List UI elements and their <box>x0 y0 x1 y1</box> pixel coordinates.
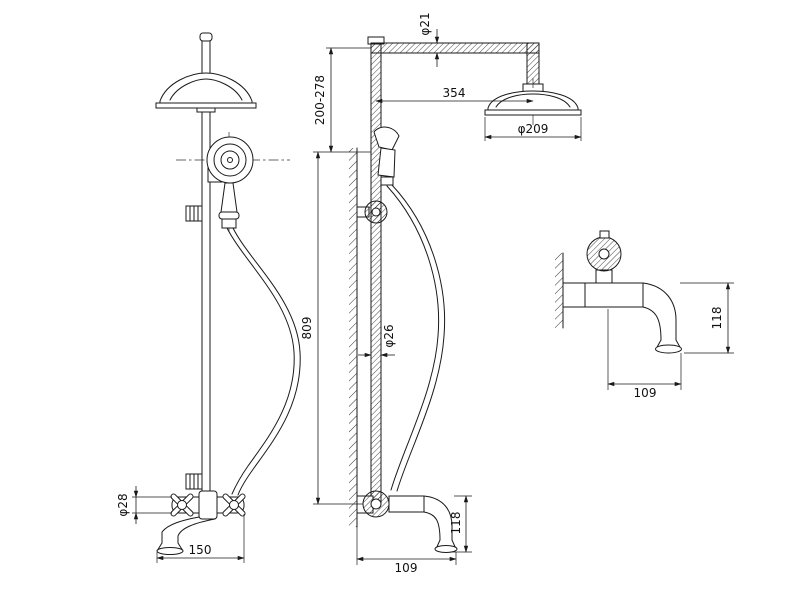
dim-spout-reach-detail: 109 <box>634 386 657 400</box>
front-slider-knob <box>185 205 203 222</box>
side-shower-arm <box>370 42 544 93</box>
dim-spout-diameter-front: φ28 <box>116 493 130 516</box>
dim-group-spout-reach-detail: 109 <box>607 309 682 400</box>
dim-riser-diameter: φ26 <box>382 324 396 347</box>
dim-group-arm-pipe-diameter: φ21 <box>418 12 440 67</box>
front-view: φ28 150 <box>116 32 301 563</box>
dim-group-riser-height: 809 <box>300 151 363 505</box>
side-wall-bracket <box>356 200 388 224</box>
dim-spout-drop-detail: 118 <box>710 307 724 330</box>
front-hand-shower <box>206 136 254 229</box>
detail-wall-section <box>555 252 564 329</box>
dim-spout-reach-front: 150 <box>189 543 212 557</box>
dim-height-adjust-range: 200-278 <box>313 75 327 125</box>
dim-group-riser-diameter: φ26 <box>358 324 396 358</box>
dim-group-head-diameter: φ209 <box>484 117 582 141</box>
dim-group-spout-reach-front: 150 <box>156 514 245 563</box>
dim-head-diameter: φ209 <box>518 122 549 136</box>
dim-spout-reach-side: 109 <box>395 561 418 575</box>
side-hand-shower <box>373 126 400 186</box>
dim-arm-reach: 354 <box>443 86 466 100</box>
dim-group-spout-diameter-front: φ28 <box>116 486 172 524</box>
front-pipe-cap <box>199 32 213 42</box>
front-cross-handle-right <box>222 493 246 517</box>
dim-group-arm-reach: 354 <box>375 86 534 104</box>
dim-spout-drop-side: 118 <box>449 512 463 535</box>
front-shower-head <box>155 72 257 113</box>
side-shower-hose <box>386 184 446 492</box>
dim-riser-height: 809 <box>300 317 314 340</box>
front-cross-handle-left <box>170 493 194 517</box>
front-shower-hose <box>226 227 301 496</box>
dim-arm-pipe-diameter: φ21 <box>418 12 432 35</box>
side-riser-pipe <box>370 43 382 505</box>
side-shower-head <box>484 90 582 116</box>
dim-group-height-adjust-range: 200-278 <box>313 47 371 153</box>
spout-detail-view: 118 109 <box>555 230 734 400</box>
side-wall-section <box>349 147 358 528</box>
side-view: φ21 200-278 354 φ209 809 <box>300 12 582 575</box>
dim-group-spout-reach-side: 109 <box>356 527 457 575</box>
side-valve-and-spout <box>356 490 458 553</box>
detail-valve-handle <box>562 230 622 308</box>
dim-group-spout-drop-side: 118 <box>449 495 472 553</box>
detail-tub-spout <box>584 282 682 354</box>
front-diverter-knob <box>185 473 203 490</box>
dim-group-spout-drop-detail: 118 <box>680 282 734 354</box>
front-tub-spout <box>156 516 216 555</box>
